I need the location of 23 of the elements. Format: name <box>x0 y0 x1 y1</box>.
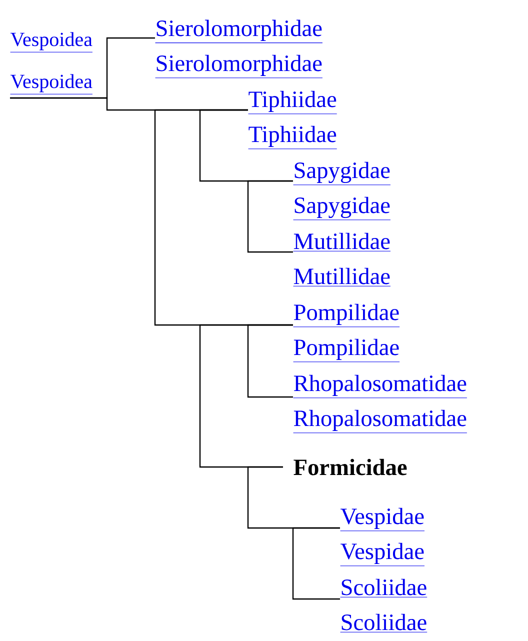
taxon-link: Mutillidae <box>293 232 391 252</box>
taxon-link: Vespidae <box>340 542 425 566</box>
taxon-link: Scoliidae <box>340 614 428 632</box>
taxon-link: Vespoidea <box>10 32 93 52</box>
taxon-label: Formicidae <box>294 458 407 476</box>
taxon-link: Rhopalosomatidae <box>293 374 468 398</box>
tree-branch <box>247 324 293 398</box>
taxon-link: Sapygidae <box>293 196 391 220</box>
taxon-link: Sierolomorphidae <box>155 54 323 78</box>
taxon-link: Scoliidae <box>340 578 428 598</box>
taxon-link: Pompilidae <box>293 304 400 328</box>
tree-branch <box>292 527 340 600</box>
taxon-link: Vespidae <box>340 508 425 532</box>
taxon-link: Tiphiidae <box>248 90 338 114</box>
taxon-link: Mutillidae <box>293 268 391 286</box>
tree-branch <box>247 180 293 253</box>
taxon-link: Vespoidea <box>10 74 93 94</box>
taxon-link: Pompilidae <box>293 338 400 362</box>
taxon-link: Rhopalosomatidae <box>293 410 468 434</box>
tree-branch <box>199 324 293 468</box>
taxon-link: Tiphiidae <box>248 126 338 150</box>
taxon-link: Sapygidae <box>293 162 391 186</box>
taxon-link: Sierolomorphidae <box>155 20 323 44</box>
